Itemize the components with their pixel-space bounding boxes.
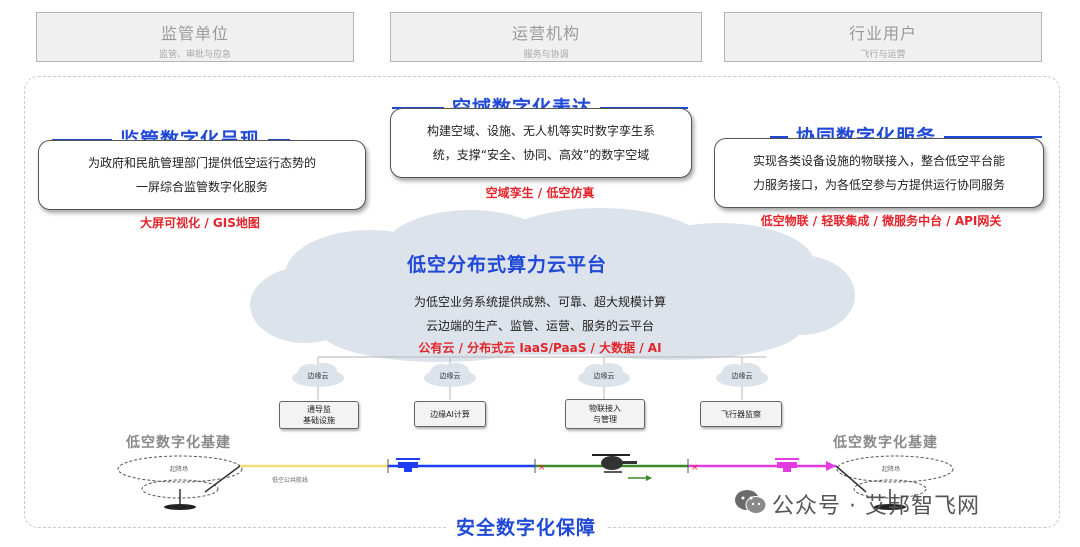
regulation-card: 为政府和民航管理部门提供低空运行态势的 一屏综合监管数字化服务: [38, 140, 366, 210]
tier-title: 运营机构: [511, 24, 580, 43]
edge-cloud-icon: [578, 363, 630, 387]
vertiport-right-label: 起降场: [882, 466, 901, 473]
regulation-desc-line2: 一屏综合监管数字化服务: [135, 180, 268, 194]
airspace-desc-line2: 统，支撑“安全、协同、高效”的数字空域: [432, 148, 650, 162]
infra-right-label: 低空数字化基建: [833, 435, 938, 451]
regulation-tags: 大屏可视化 / GIS地图: [140, 216, 260, 230]
airspace-card: 构建空域、设施、无人机等实时数字孪生系 统，支撑“安全、协同、高效”的数字空域: [390, 108, 692, 178]
svg-text:×: ×: [691, 463, 699, 473]
tier-title: 行业用户: [848, 24, 917, 43]
tier-title: 监管单位: [160, 24, 229, 43]
edge-cloud-label: 边缘云: [439, 372, 461, 380]
tier-industry-users: 行业用户 飞行与运营: [724, 12, 1042, 62]
edge-cloud-label: 边缘云: [593, 372, 615, 380]
vertiport-left-label: 起降场: [170, 466, 189, 473]
edge-cloud-icon: [424, 363, 476, 387]
edge-cloud-label: 边缘云: [731, 372, 753, 380]
watermark-text: 公众号 · 艾邦智飞网: [772, 494, 980, 519]
svg-text:×: ×: [538, 463, 546, 473]
edge-node-box: 飞行器监察: [700, 401, 782, 427]
collab-desc-line2: 力服务接口，为各低空参与方提供运行协同服务: [752, 178, 1005, 192]
collab-tags: 低空物联 / 轻联集成 / 微服务中台 / API网关: [760, 214, 1002, 228]
edge-node-box: 物联接入 与管理: [565, 399, 645, 429]
collab-desc-line1: 实现各类设备设施的物联接入，整合低空平台能: [752, 154, 1005, 168]
tier-subtitle: 飞行与运营: [860, 50, 906, 60]
tier-subtitle: 监管、审批与应急: [158, 50, 231, 60]
edge-node-box: 通导监 基础设施: [279, 401, 359, 429]
cloud-shape: [250, 208, 855, 362]
tier-subtitle: 服务与协调: [523, 50, 569, 60]
regulation-desc-line1: 为政府和民航管理部门提供低空运行态势的: [87, 156, 316, 170]
cloud-desc-line2: 云边端的生产、监管、运营、服务的云平台: [425, 319, 654, 333]
route-label: 低空公共航线: [272, 477, 309, 484]
airspace-desc-line1: 构建空域、设施、无人机等实时数字孪生系: [426, 124, 655, 138]
security-title: 安全数字化保障: [446, 513, 607, 540]
tier-operators: 运营机构 服务与协调: [390, 12, 702, 62]
cloud-tags: 公有云 / 分布式云 IaaS/PaaS / 大数据 / AI: [418, 341, 662, 355]
cloud-desc-line1: 为低空业务系统提供成熟、可靠、超大规模计算: [413, 295, 666, 309]
edge-cloud-icon: [292, 363, 344, 387]
edge-cloud-icon: [716, 363, 768, 387]
cloud-desc: 为低空业务系统提供成熟、可靠、超大规模计算 云边端的生产、监管、运营、服务的云平…: [340, 290, 740, 338]
wechat-icon: [735, 490, 767, 514]
tier-regulators: 监管单位 监管、审批与应急: [36, 12, 354, 62]
cloud-title: 低空分布式算力云平台: [407, 254, 608, 276]
infra-left-label: 低空数字化基建: [126, 435, 231, 451]
airspace-tags: 空域孪生 / 低空仿真: [485, 186, 595, 200]
edge-cloud-label: 边缘云: [307, 372, 329, 380]
collab-card: 实现各类设备设施的物联接入，整合低空平台能 力服务接口，为各低空参与方提供运行协…: [714, 138, 1044, 208]
edge-node-box: 边缘AI计算: [414, 401, 486, 427]
